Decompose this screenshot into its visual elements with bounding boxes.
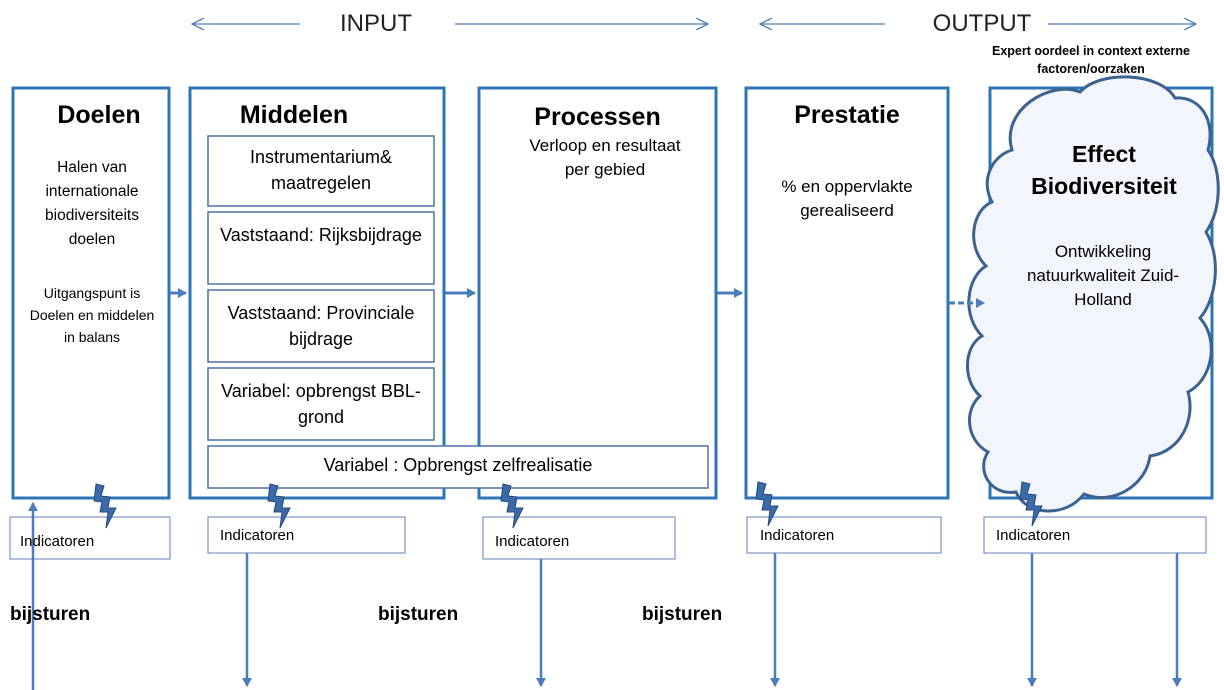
steer-label-3: bijsturen [642,604,723,625]
middelen-box-2: Vaststaand: Rijksbijdrage [220,225,422,245]
indicator-doelen: Indicatoren [20,533,95,550]
output-label: OUTPUT [932,10,1032,37]
prestatie-text: % en oppervlakte gerealiseerd [781,177,913,220]
feedback-arrows [28,502,1182,690]
indicator-prestatie: Indicatoren [760,527,835,544]
middelen-title: Middelen [239,101,349,129]
middelen-inner-boxes [207,135,435,441]
indicator-boxes [9,516,1207,560]
indicator-middelen: Indicatoren [220,527,295,544]
processen-text: Verloop en resultaat per gebied [529,136,681,179]
middelen-box-3: Vaststaand: Provinciale bijdrage [227,303,415,349]
middelen-box-1: Instrumentarium& maatregelen [249,147,393,193]
indicator-effect: Indicatoren [996,527,1071,544]
prestatie-box [744,86,950,500]
effect-title: Effect Biodiversiteit [1031,141,1177,199]
zelfrealisatie-box [207,445,709,489]
doelen-box [11,86,171,500]
indicator-processen: Indicatoren [495,533,570,550]
effect-cloud [966,75,1220,513]
doelen-title: Doelen [57,101,141,129]
steer-label-1: bijsturen [10,604,91,625]
zelfrealisatie-label: Variabel : Opbrengst zelfrealisatie [323,455,593,475]
processen-title: Processen [534,103,661,131]
doelen-note: Uitgangspunt is Doelen en middelen in ba… [29,285,155,345]
middelen-box-4: Variabel: opbrengst BBL-grond [221,381,421,427]
steer-label-2: bijsturen [378,604,459,625]
lightning-bolts [93,481,1043,529]
doelen-text: Halen van internationale biodiversiteits… [45,159,139,248]
effect-text: Ontwikkeling natuurkwaliteit Zuid-Hollan… [1026,242,1180,309]
prestatie-title: Prestatie [794,101,900,129]
cloud-note: Expert oordeel in context externe factor… [992,44,1190,76]
processen-box [477,86,718,500]
flow-arrows [170,288,985,308]
input-label: INPUT [336,10,416,37]
